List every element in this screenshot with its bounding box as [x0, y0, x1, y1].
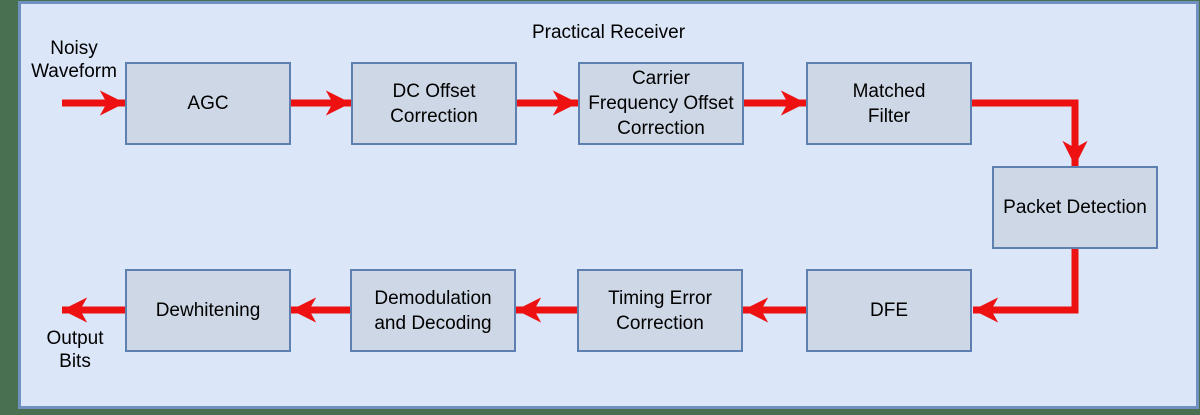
block-matched-filter: Matched Filter	[806, 62, 972, 145]
diagram-title: Practical Receiver	[531, 22, 686, 43]
block-timing-error-correction: Timing Error Correction	[577, 269, 743, 352]
block-dewhitening: Dewhitening	[125, 269, 291, 352]
block-carrier-frequency-offset-correction: Carrier Frequency Offset Correction	[578, 62, 744, 145]
block-packet-detection-label: Packet Detection	[1003, 197, 1147, 218]
block-demodulation-and-decoding: Demodulation and Decoding	[350, 269, 516, 352]
block-dewhitening-label: Dewhitening	[155, 300, 261, 321]
block-demodulation-and-decoding-label: Demodulation and Decoding	[374, 287, 492, 334]
block-timing-error-correction-label: Timing Error Correction	[608, 287, 712, 334]
output-label: Output Bits	[46, 328, 104, 372]
block-carrier-frequency-offset-correction-label: Carrier Frequency Offset Correction	[588, 68, 734, 139]
block-dfe: DFE	[806, 269, 972, 352]
input-label: Noisy Waveform	[31, 38, 117, 82]
block-dc-offset-correction: DC Offset Correction	[351, 62, 517, 145]
block-packet-detection: Packet Detection	[992, 166, 1158, 249]
block-agc-label: AGC	[187, 93, 229, 114]
block-dfe-label: DFE	[870, 300, 908, 321]
block-agc: AGC	[125, 62, 291, 145]
block-dc-offset-correction-label: DC Offset Correction	[390, 80, 478, 127]
block-matched-filter-label: Matched Filter	[852, 80, 926, 127]
